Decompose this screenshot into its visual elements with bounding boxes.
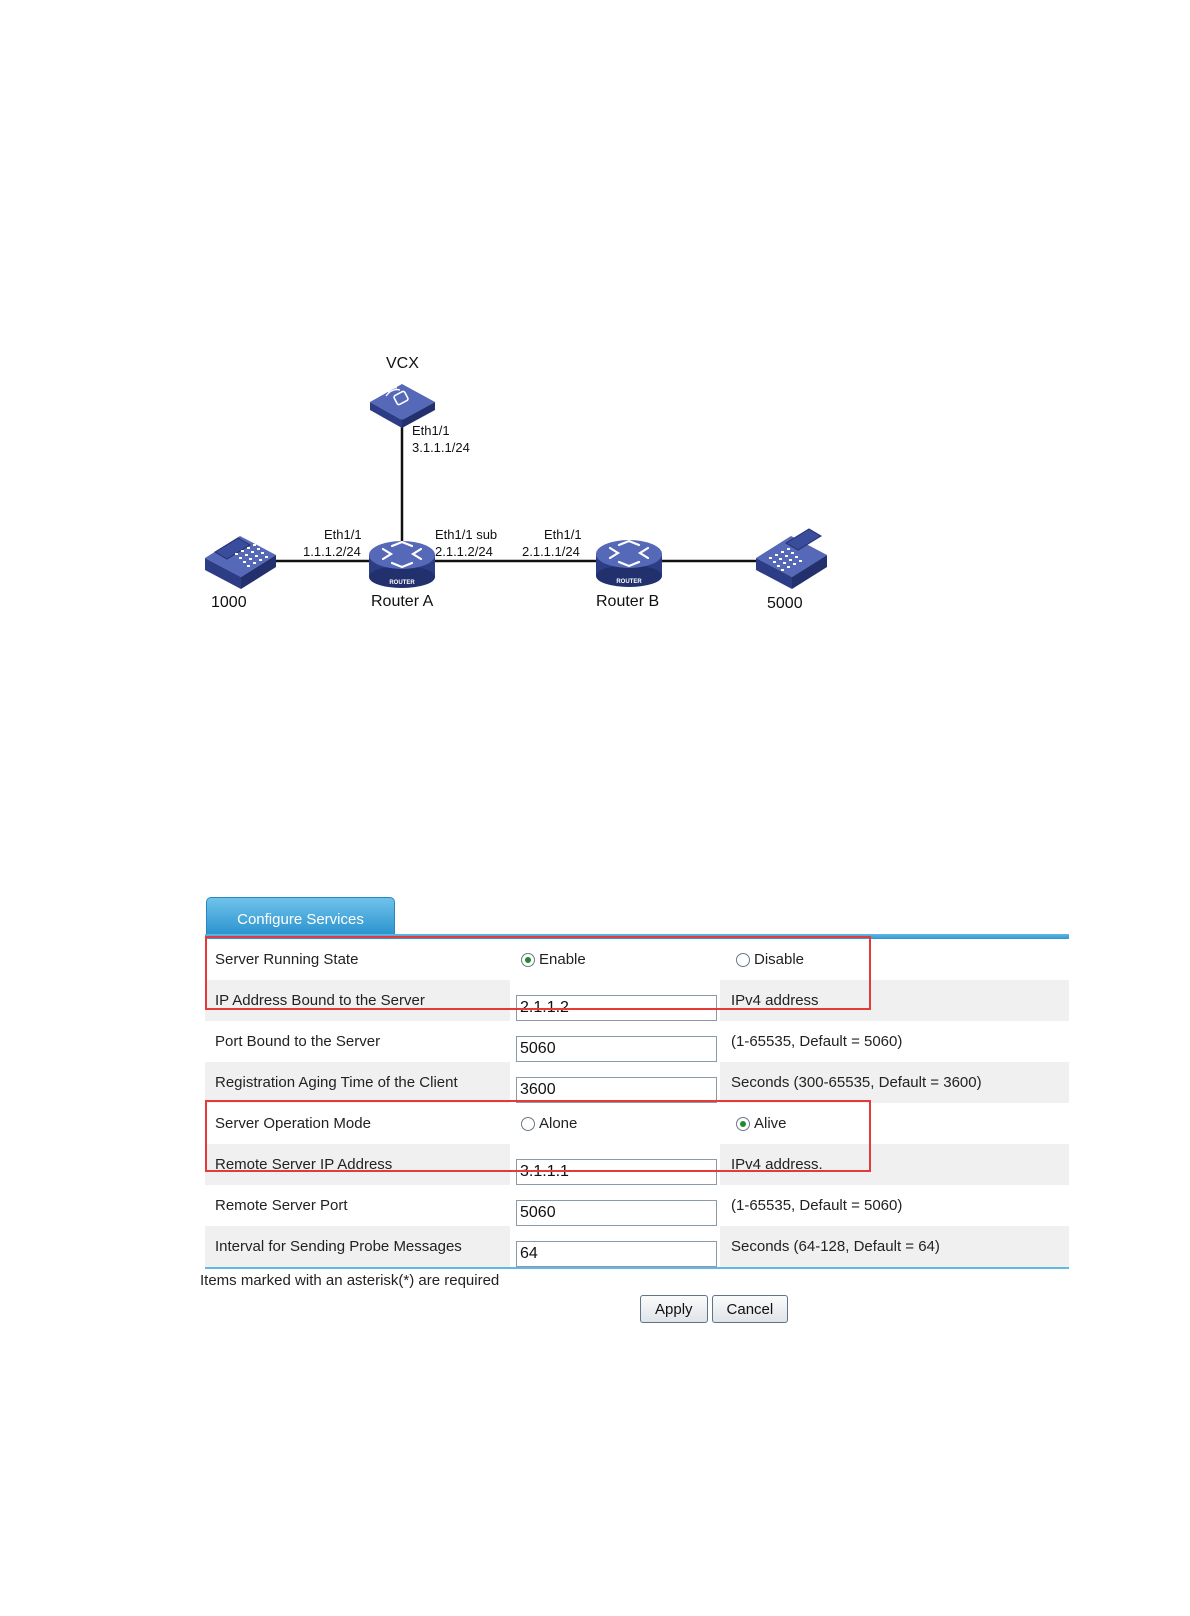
phone-1000-label: 1000 <box>211 594 247 611</box>
port-bound-input-wrap <box>516 1028 717 1062</box>
row-probe-interval: Interval for Sending Probe Messages Seco… <box>205 1226 1069 1267</box>
enable-radio-icon[interactable] <box>521 952 535 967</box>
remote-ip-input[interactable] <box>516 1159 717 1185</box>
routerA-left-port-label: Eth1/1 <box>324 527 362 542</box>
remote-ip-hint: IPv4 address. <box>731 1156 823 1173</box>
row-remote-port: Remote Server Port (1-65535, Default = 5… <box>205 1185 1069 1226</box>
alive-radio-option[interactable]: Alive <box>736 1103 787 1144</box>
phone-1000-icon <box>205 536 276 589</box>
router-b-badge: ROUTER <box>616 579 642 585</box>
cancel-button[interactable]: Cancel <box>711 1295 789 1323</box>
routerB-left-port-label: Eth1/1 <box>544 527 582 542</box>
aging-time-input[interactable] <box>516 1077 717 1103</box>
form-buttons: Apply Cancel <box>640 1295 789 1323</box>
operation-mode-label: Server Operation Mode <box>215 1115 371 1132</box>
alive-radio-icon[interactable] <box>736 1116 750 1131</box>
port-bound-hint: (1-65535, Default = 5060) <box>731 1033 903 1050</box>
router-a-label: Router A <box>371 593 434 610</box>
probe-interval-hint: Seconds (64-128, Default = 64) <box>731 1238 940 1255</box>
row-remote-ip: Remote Server IP Address IPv4 address. <box>205 1144 1069 1185</box>
vcx-port-label: Eth1/1 <box>412 423 450 438</box>
required-note: Items marked with an asterisk(*) are req… <box>200 1272 500 1289</box>
row-port-bound: Port Bound to the Server (1-65535, Defau… <box>205 1021 1069 1062</box>
remote-port-hint: (1-65535, Default = 5060) <box>731 1197 903 1214</box>
tab-configure-services[interactable]: Configure Services <box>206 897 395 935</box>
aging-time-label: Registration Aging Time of the Client <box>215 1074 458 1091</box>
remote-port-input-wrap <box>516 1192 717 1226</box>
router-b-icon: ROUTER <box>596 539 662 587</box>
port-bound-label: Port Bound to the Server <box>215 1033 381 1050</box>
enable-radio-label: Enable <box>539 951 586 968</box>
enable-radio-option[interactable]: Enable <box>521 939 586 980</box>
remote-ip-input-wrap <box>516 1151 717 1185</box>
remote-ip-label: Remote Server IP Address <box>215 1156 393 1173</box>
phone-5000-label: 5000 <box>767 595 803 612</box>
config-form: Server Running State Enable Disable IP A… <box>205 936 1069 1267</box>
aging-time-hint: Seconds (300-65535, Default = 3600) <box>731 1074 982 1091</box>
vcx-ip-label: 3.1.1.1/24 <box>412 440 470 455</box>
tab-strip: Configure Services <box>205 897 1069 939</box>
row-aging-time: Registration Aging Time of the Client Se… <box>205 1062 1069 1103</box>
apply-button[interactable]: Apply <box>640 1295 708 1323</box>
port-bound-input[interactable] <box>516 1036 717 1062</box>
network-topology-diagram: ROUTER ROUTER VCX Eth1/1 3.1.1.1/24 Eth1… <box>0 0 1190 640</box>
row-operation-mode: Server Operation Mode Alone Alive <box>205 1103 1069 1144</box>
probe-interval-input[interactable] <box>516 1241 717 1267</box>
remote-port-input[interactable] <box>516 1200 717 1226</box>
router-b-label: Router B <box>596 593 660 610</box>
remote-port-label: Remote Server Port <box>215 1197 348 1214</box>
routerA-right-port-label: Eth1/1 sub <box>435 527 498 542</box>
topology-graphic: ROUTER ROUTER <box>205 384 827 589</box>
disable-radio-option[interactable]: Disable <box>736 939 804 980</box>
routerA-right-ip-label: 2.1.1.2/24 <box>435 544 493 559</box>
disable-radio-label: Disable <box>754 951 805 968</box>
alone-radio-label: Alone <box>539 1115 578 1132</box>
aging-time-input-wrap <box>516 1069 717 1103</box>
form-bottom-divider <box>205 1267 1069 1269</box>
server-running-state-label: Server Running State <box>215 951 359 968</box>
routerB-left-ip-label: 2.1.1.1/24 <box>522 544 580 559</box>
disable-radio-icon[interactable] <box>736 952 750 967</box>
probe-interval-label: Interval for Sending Probe Messages <box>215 1238 462 1255</box>
vcx-label: VCX <box>386 355 419 372</box>
vcx-server-icon <box>370 384 435 428</box>
alive-radio-label: Alive <box>754 1115 787 1132</box>
router-a-badge: ROUTER <box>389 580 415 586</box>
row-ip-bound: IP Address Bound to the Server IPv4 addr… <box>205 980 1069 1021</box>
phone-5000-icon <box>756 528 827 589</box>
ip-bound-input-wrap <box>516 987 717 1021</box>
router-a-icon: ROUTER <box>369 540 435 588</box>
configure-services-panel: Configure Services Server Running State … <box>200 897 1069 1323</box>
row-server-running-state: Server Running State Enable Disable <box>205 939 1069 980</box>
probe-interval-input-wrap <box>516 1233 717 1267</box>
ip-bound-label: IP Address Bound to the Server <box>215 992 425 1009</box>
routerA-left-ip-label: 1.1.1.2/24 <box>303 544 361 559</box>
alone-radio-option[interactable]: Alone <box>521 1103 577 1144</box>
ip-bound-input[interactable] <box>516 995 717 1021</box>
ip-bound-hint: IPv4 address <box>731 992 819 1009</box>
alone-radio-icon[interactable] <box>521 1116 535 1131</box>
